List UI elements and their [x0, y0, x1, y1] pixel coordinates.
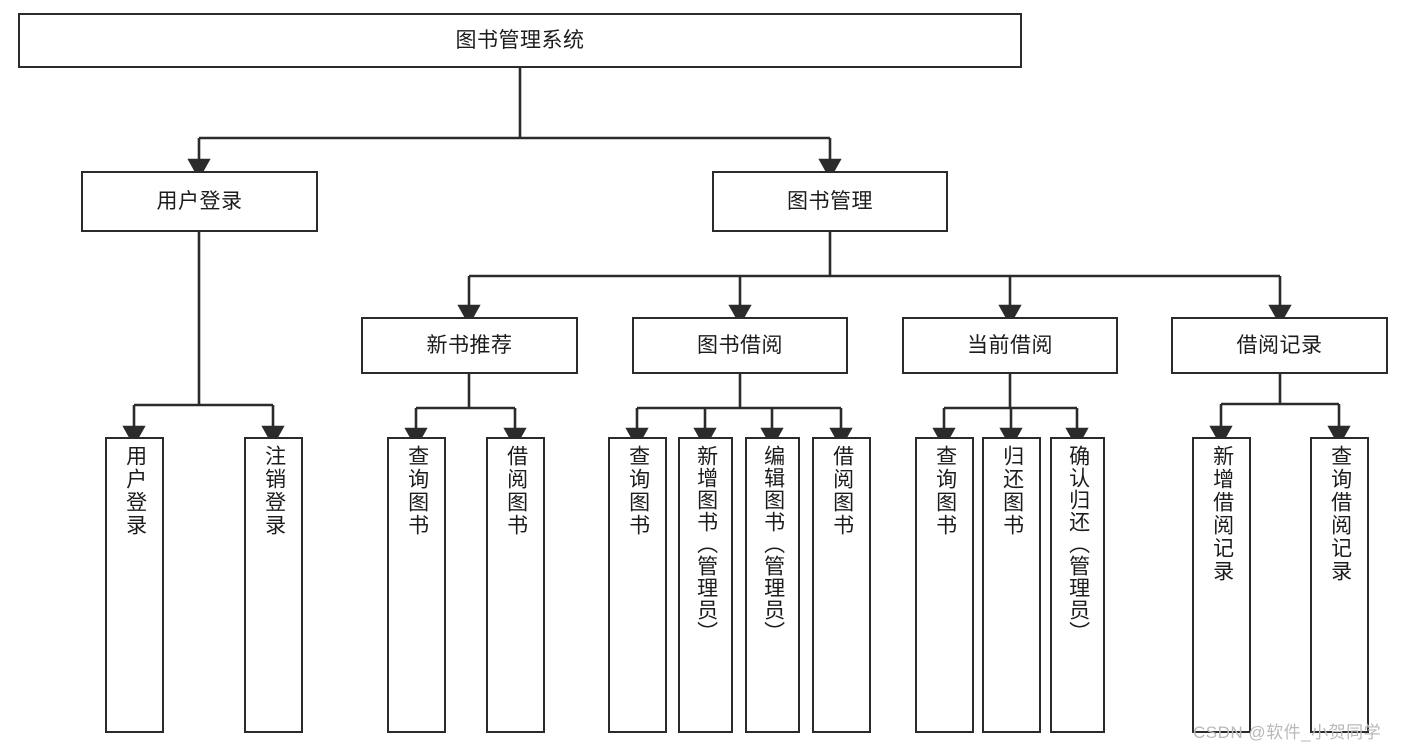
node-borrow-record[interactable]: 借阅记录: [1171, 317, 1388, 374]
leaf-borrow-book-2-label: 借阅图书: [830, 445, 854, 537]
node-root[interactable]: 图书管理系统: [18, 13, 1022, 68]
leaf-edit-book-admin[interactable]: 编辑图书（管理员）: [745, 437, 800, 733]
leaf-logout-label: 注销登录: [262, 445, 286, 537]
leaf-add-borrow-record-label: 新增借阅记录: [1210, 445, 1234, 583]
node-user-login-label: 用户登录: [156, 189, 243, 213]
node-user-login[interactable]: 用户登录: [81, 171, 318, 232]
node-new-book-recommend-label: 新书推荐: [426, 333, 513, 357]
node-book-management-label: 图书管理: [787, 189, 873, 213]
leaf-add-book-admin-label: 新增图书（管理员）: [694, 445, 718, 643]
node-current-borrow[interactable]: 当前借阅: [902, 317, 1118, 374]
leaf-add-borrow-record[interactable]: 新增借阅记录: [1192, 437, 1251, 733]
leaf-query-book-2[interactable]: 查询图书: [608, 437, 667, 733]
node-current-borrow-label: 当前借阅: [967, 333, 1053, 357]
leaf-query-borrow-record[interactable]: 查询借阅记录: [1310, 437, 1369, 733]
node-book-management[interactable]: 图书管理: [712, 171, 948, 232]
leaf-return-book-label: 归还图书: [1000, 445, 1024, 537]
leaf-query-book-3-label: 查询图书: [933, 445, 957, 537]
leaf-query-book-1-label: 查询图书: [405, 445, 429, 537]
node-root-label: 图书管理系统: [455, 28, 585, 52]
leaf-return-book[interactable]: 归还图书: [982, 437, 1041, 733]
node-borrow-record-label: 借阅记录: [1236, 333, 1323, 357]
leaf-confirm-return-admin-label: 确认归还（管理员）: [1066, 445, 1090, 643]
leaf-logout[interactable]: 注销登录: [244, 437, 303, 733]
node-new-book-recommend[interactable]: 新书推荐: [361, 317, 578, 374]
leaf-user-login[interactable]: 用户登录: [105, 437, 164, 733]
leaf-borrow-book-1-label: 借阅图书: [504, 445, 528, 537]
node-book-borrow[interactable]: 图书借阅: [632, 317, 848, 374]
watermark: CSDN @软件_小贺同学: [1193, 723, 1382, 742]
leaf-borrow-book-2[interactable]: 借阅图书: [812, 437, 871, 733]
leaf-confirm-return-admin[interactable]: 确认归还（管理员）: [1050, 437, 1105, 733]
leaf-edit-book-admin-label: 编辑图书（管理员）: [761, 445, 785, 643]
leaf-query-book-2-label: 查询图书: [626, 445, 650, 537]
leaf-add-book-admin[interactable]: 新增图书（管理员）: [678, 437, 733, 733]
leaf-borrow-book-1[interactable]: 借阅图书: [486, 437, 545, 733]
leaf-query-book-1[interactable]: 查询图书: [387, 437, 446, 733]
leaf-user-login-label: 用户登录: [123, 445, 147, 537]
node-book-borrow-label: 图书借阅: [697, 333, 783, 357]
leaf-query-borrow-record-label: 查询借阅记录: [1328, 445, 1352, 583]
leaf-query-book-3[interactable]: 查询图书: [915, 437, 974, 733]
